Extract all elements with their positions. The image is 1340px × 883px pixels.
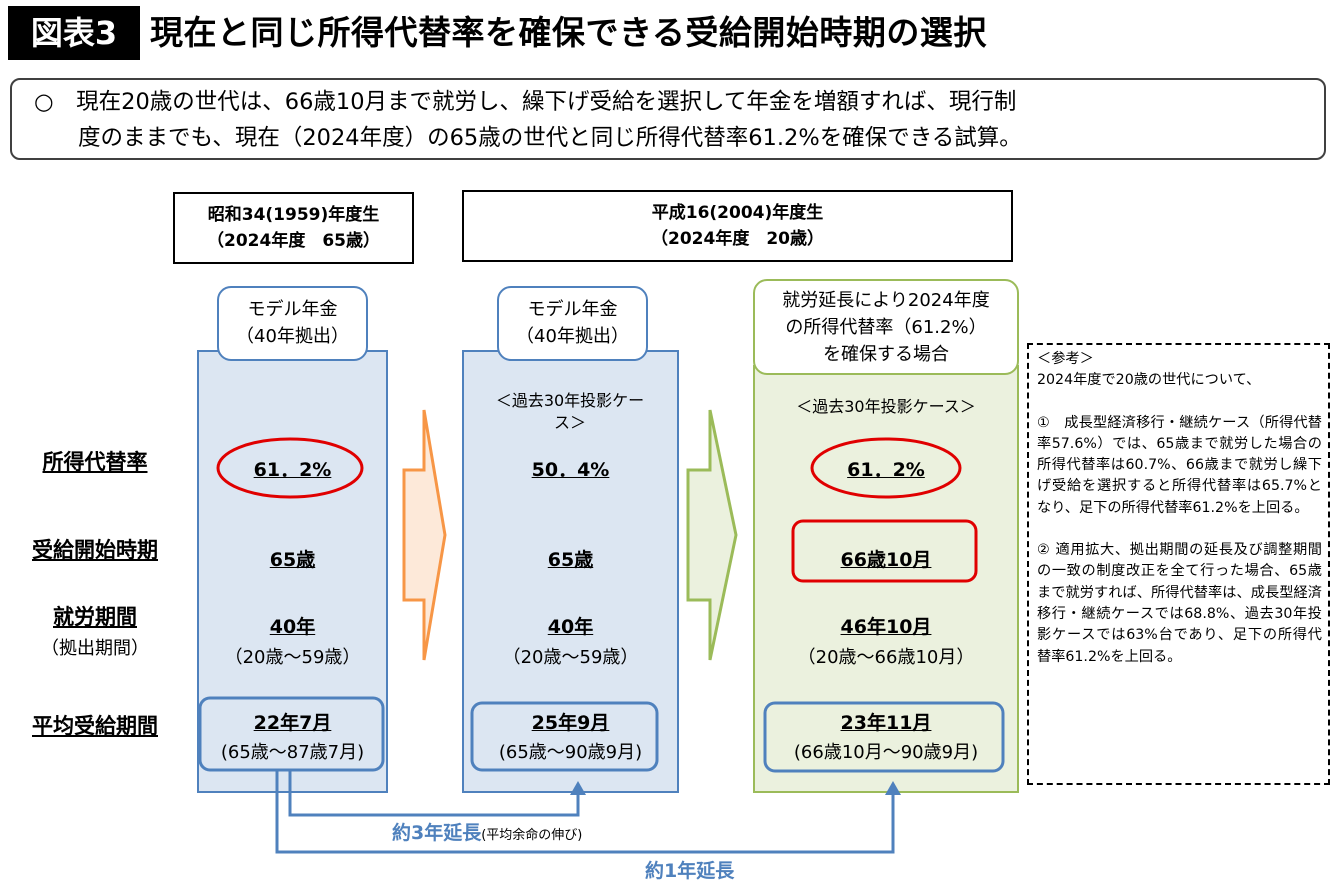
column-3-rate: 61．2% — [847, 459, 925, 481]
column-1-avg: 22年7月 — [253, 712, 332, 734]
column-3-rate-highlight — [810, 437, 962, 499]
row-label-replacement-rate: 所得代替率 — [42, 450, 148, 474]
cohort-1959-box: 昭和34(1959)年度生 （2024年度 65歳） — [173, 192, 414, 264]
column-3-avg: 23年11月 — [840, 712, 932, 734]
column-3-work: 46年10月 — [840, 616, 932, 638]
extension-3-years-note: (平均余命の伸び) — [481, 828, 583, 843]
column-1-label-line1: モデル年金 — [247, 299, 338, 320]
column-1-avg-sub: (65歳～87歳7月) — [220, 742, 365, 763]
column-2-avg-box — [470, 701, 659, 772]
column-2-work-sub: （20歳～59歳） — [502, 647, 639, 668]
column-3-start-highlight — [791, 519, 978, 583]
column-2-start: 65歳 — [547, 549, 594, 571]
column-3-avg-sub: (66歳10月～90歳9月) — [793, 742, 979, 763]
figure-label: 図表3 — [8, 6, 140, 60]
row-label-start-age: 受給開始時期 — [32, 538, 158, 562]
extension-1-year-label: 約1年延長 — [645, 860, 735, 882]
summary-box: ○ 現在20歳の世代は、66歳10月まで就労し、繰下げ受給を選択して年金を増額す… — [10, 78, 1326, 160]
cohort-1959-line2: （2024年度 65歳） — [207, 231, 380, 251]
column-1-rate: 61．2% — [253, 459, 332, 481]
reference-intro: 2024年度で20歳の世代について、 — [1037, 372, 1261, 389]
cohort-2004-line2: （2024年度 20歳） — [651, 229, 824, 249]
column-2-label-line1: モデル年金 — [527, 299, 618, 320]
page-title: 現在と同じ所得代替率を確保できる受給開始時期の選択 — [150, 13, 987, 52]
column-1-work: 40年 — [269, 616, 316, 638]
column-2-panel — [462, 350, 679, 793]
arrow-up-icon — [570, 781, 586, 795]
cohort-2004-line1: 平成16(2004)年度生 — [651, 203, 824, 223]
extension-3-years-text: 約3年延長 — [392, 822, 482, 844]
summary-line-1: ○ 現在20歳の世代は、66歳10月まで就労し、繰下げ受給を選択して年金を増額す… — [34, 89, 1017, 115]
connector-3-years — [288, 770, 580, 817]
column-3-label-line2: の所得代替率（61.2%） — [785, 317, 987, 338]
summary-line-2: 度のままでも、現在（2024年度）の65歳の世代と同じ所得代替率61.2%を確保… — [78, 125, 1022, 151]
extension-3-years-label: 約3年延長(平均余命の伸び) — [392, 818, 582, 845]
cohort-2004-box: 平成16(2004)年度生 （2024年度 20歳） — [462, 190, 1013, 262]
orange-arrow-icon — [402, 409, 447, 661]
column-3-avg-box — [763, 701, 1005, 773]
column-2-avg: 25年9月 — [531, 712, 610, 734]
reference-title: ＜参考＞ — [1037, 351, 1094, 367]
row-label-work-period: 就労期間 — [53, 605, 137, 629]
column-2-work: 40年 — [547, 616, 594, 638]
row-label-avg-period: 平均受給期間 — [32, 714, 158, 738]
green-arrow-icon — [686, 409, 738, 661]
column-1-label: モデル年金 （40年拠出） — [217, 286, 368, 361]
column-1-work-sub: （20歳～59歳） — [224, 647, 361, 668]
reference-item-1: ① 成長型経済移行・継続ケース（所得代替率57.6%）では、65歳まで就労した場… — [1037, 414, 1322, 516]
column-3-start: 66歳10月 — [840, 549, 932, 571]
arrow-up-icon — [885, 781, 901, 795]
reference-item-2: ② 適用拡大、拠出期間の延長及び調整期間の一致の制度改正を全て行った場合、65歳… — [1037, 542, 1322, 665]
column-3-label: 就労延長により2024年度 の所得代替率（61.2%） を確保する場合 — [753, 279, 1019, 375]
column-3-work-sub: （20歳～66歳10月） — [797, 647, 975, 668]
column-3-label-line1: 就労延長により2024年度 — [782, 290, 990, 311]
column-1-rate-highlight — [216, 437, 364, 499]
column-3-label-line3: を確保する場合 — [823, 344, 949, 365]
cohort-1959-line1: 昭和34(1959)年度生 — [207, 205, 380, 225]
reference-box: ＜参考＞ 2024年度で20歳の世代について、 ① 成長型経済移行・継続ケース（… — [1027, 343, 1330, 785]
row-label-work-period-sub: （拠出期間） — [41, 638, 149, 659]
column-2-case: ＜過去30年投影ケース＞ — [495, 391, 645, 432]
column-3-case: ＜過去30年投影ケース＞ — [796, 397, 976, 416]
column-2-label: モデル年金 （40年拠出） — [497, 286, 648, 361]
column-2-avg-sub: (65歳～90歳9月) — [498, 742, 643, 763]
column-1-label-line2: （40年拠出） — [236, 326, 349, 347]
column-1-avg-box — [198, 696, 385, 772]
column-2-rate: 50．4% — [531, 459, 610, 481]
column-2-label-line2: （40年拠出） — [516, 326, 629, 347]
connector-1-year — [275, 770, 895, 854]
column-1-start: 65歳 — [269, 549, 316, 571]
